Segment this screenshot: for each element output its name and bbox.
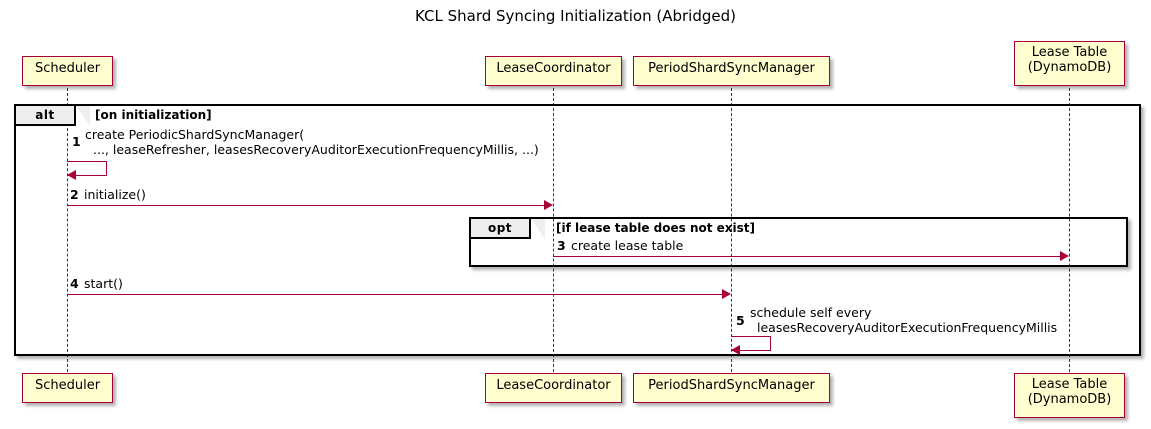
participant-lease-table-top[interactable]: Lease Table (DynamoDB) (1014, 41, 1125, 86)
message-4-label: start() (84, 276, 123, 291)
fragment-operator-label: alt (35, 108, 55, 122)
participant-label: PeriodShardSyncManager (648, 378, 815, 393)
lifeline-scheduler (67, 88, 68, 372)
message-5-self-loop (731, 336, 771, 351)
message-1-label-line1: create PeriodicShardSyncManager( (85, 127, 305, 142)
participant-scheduler-top[interactable]: Scheduler (22, 56, 113, 86)
message-3-line (553, 256, 1060, 257)
message-1-self-loop (67, 161, 107, 176)
message-5-label-line1: schedule self every (750, 305, 872, 320)
participant-lease-coordinator-top[interactable]: LeaseCoordinator (485, 56, 622, 86)
fragment-alt-operator-tab: alt (16, 106, 76, 126)
message-2-label: initialize() (84, 187, 146, 202)
message-4-sequence: 4 (70, 276, 79, 291)
message-4-line (67, 294, 722, 295)
message-1-label-line2: ..., leaseRefresher, leasesRecoveryAudit… (93, 142, 539, 157)
participant-lease-coordinator-bottom[interactable]: LeaseCoordinator (485, 373, 622, 403)
lifeline-lease-coordinator (553, 88, 554, 372)
participant-label: Scheduler (34, 378, 101, 393)
fragment-alt-guard: [on initialization] (95, 108, 212, 122)
message-1-sequence: 1 (72, 134, 81, 149)
lifeline-lease-table (1069, 88, 1070, 372)
participant-label: Lease Table (1031, 45, 1108, 60)
participant-label: LeaseCoordinator (496, 61, 611, 76)
message-5-sequence: 5 (736, 313, 745, 328)
message-3-arrowhead (1060, 251, 1069, 261)
page-title: KCL Shard Syncing Initialization (Abridg… (415, 7, 736, 25)
message-2-line (67, 205, 544, 206)
message-3-label: create lease table (571, 238, 684, 253)
message-3-sequence: 3 (557, 238, 566, 253)
participant-label: PeriodShardSyncManager (648, 61, 815, 76)
message-4-arrowhead (722, 289, 731, 299)
participant-period-shard-sync-manager-bottom[interactable]: PeriodShardSyncManager (633, 373, 830, 403)
message-1-arrowhead (67, 170, 76, 180)
message-2-sequence: 2 (70, 187, 79, 202)
fragment-opt (469, 217, 1128, 267)
participant-label-line2: (DynamoDB) (1027, 392, 1112, 407)
message-5-label-line2: leasesRecoveryAuditorExecutionFrequencyM… (757, 320, 1058, 335)
participant-lease-table-bottom[interactable]: Lease Table (DynamoDB) (1014, 373, 1125, 418)
fragment-alt (14, 104, 1141, 356)
participant-label-line2: (DynamoDB) (1027, 60, 1112, 75)
fragment-operator-label: opt (487, 221, 513, 235)
fragment-alt-tab-corner (76, 106, 90, 126)
message-2-arrowhead (544, 200, 553, 210)
lifeline-period-shard-sync-manager (731, 88, 732, 372)
participant-label: Lease Table (1031, 377, 1108, 392)
participant-label: LeaseCoordinator (496, 378, 611, 393)
fragment-opt-guard: [if lease table does not exist] (556, 221, 756, 235)
fragment-opt-operator-tab: opt (471, 219, 531, 239)
participant-label: Scheduler (34, 61, 101, 76)
fragment-opt-tab-corner (531, 219, 545, 239)
message-5-arrowhead (731, 345, 740, 355)
participant-scheduler-bottom[interactable]: Scheduler (22, 373, 113, 403)
participant-period-shard-sync-manager-top[interactable]: PeriodShardSyncManager (633, 56, 830, 86)
